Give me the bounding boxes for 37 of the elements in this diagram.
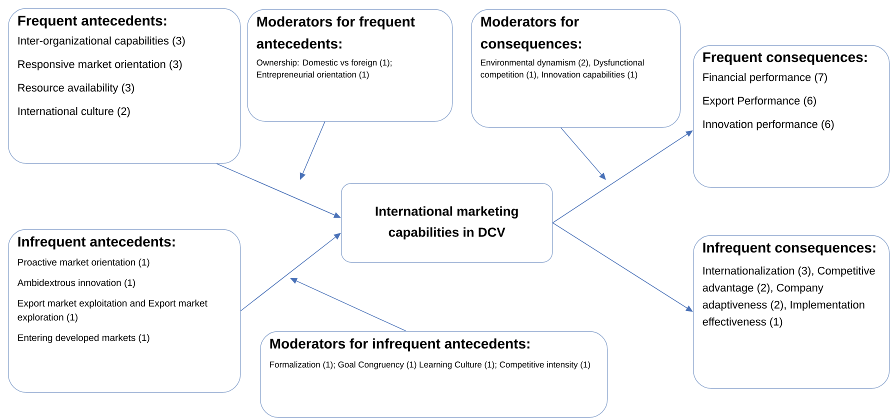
box-text: Formalization (1); Goal Congruency (1) Learning Culture (1); Competitive intensity (1) <box>270 361 590 370</box>
box-heading: Infrequent consequences: <box>703 242 876 256</box>
arrow <box>552 222 693 312</box>
category-box <box>693 45 890 188</box>
list-item: Financial performance (7) <box>703 73 827 84</box>
list-item: Export Performance (6) <box>703 96 816 107</box>
category-box <box>8 8 241 164</box>
list-item: Ambidextrous innovation (1) <box>17 279 136 288</box>
box-heading: Moderators for consequences: <box>480 16 581 52</box>
arrow <box>290 278 406 332</box>
list-item: Responsive market orientation (3) <box>18 60 182 70</box>
list-item: Innovation performance (6) <box>703 120 834 130</box>
list-item: Entering developed markets (1) <box>18 334 150 343</box>
arrow <box>216 163 341 218</box>
box-text: Ownership: Domestic vs foreign (1); Entrepreneurial orientation (1) <box>256 59 392 80</box>
box-heading: Moderators for frequent antecedents: <box>256 16 415 49</box>
box-heading: Frequent consequences: <box>703 52 867 65</box>
list-item: Inter-organizational capabilities (3) <box>18 36 185 47</box>
category-box <box>471 9 681 128</box>
list-item: Export market exploitation and Export market exploration (1) <box>18 300 208 322</box>
box-heading: Moderators for infrequent antecedents: <box>270 338 530 352</box>
list-item: Resource availability (3) <box>18 84 134 94</box>
list-item: International culture (2) <box>18 107 130 118</box>
arrow <box>300 121 326 180</box>
list-item: Proactive market orientation (1) <box>18 258 150 268</box>
box-heading: Frequent antecedents: <box>18 15 166 28</box>
category-box <box>247 9 453 122</box>
box-title: International marketing capabilities in DCV <box>376 206 518 240</box>
category-box <box>260 330 608 418</box>
category-box <box>693 235 890 389</box>
category-box <box>341 183 553 263</box>
arrow <box>560 127 606 180</box>
box-text: Environmental dynamism (2), Dysfunctional competition (1), Innovation capabilities (1) <box>480 59 644 80</box>
box-heading: Infrequent antecedents: <box>18 236 175 250</box>
box-text: Internationalization (3), Competitive advantage (2), Company adaptiveness (2), Implementation effectiveness (1) <box>702 266 875 328</box>
category-box <box>8 229 241 393</box>
arrow <box>552 130 693 224</box>
